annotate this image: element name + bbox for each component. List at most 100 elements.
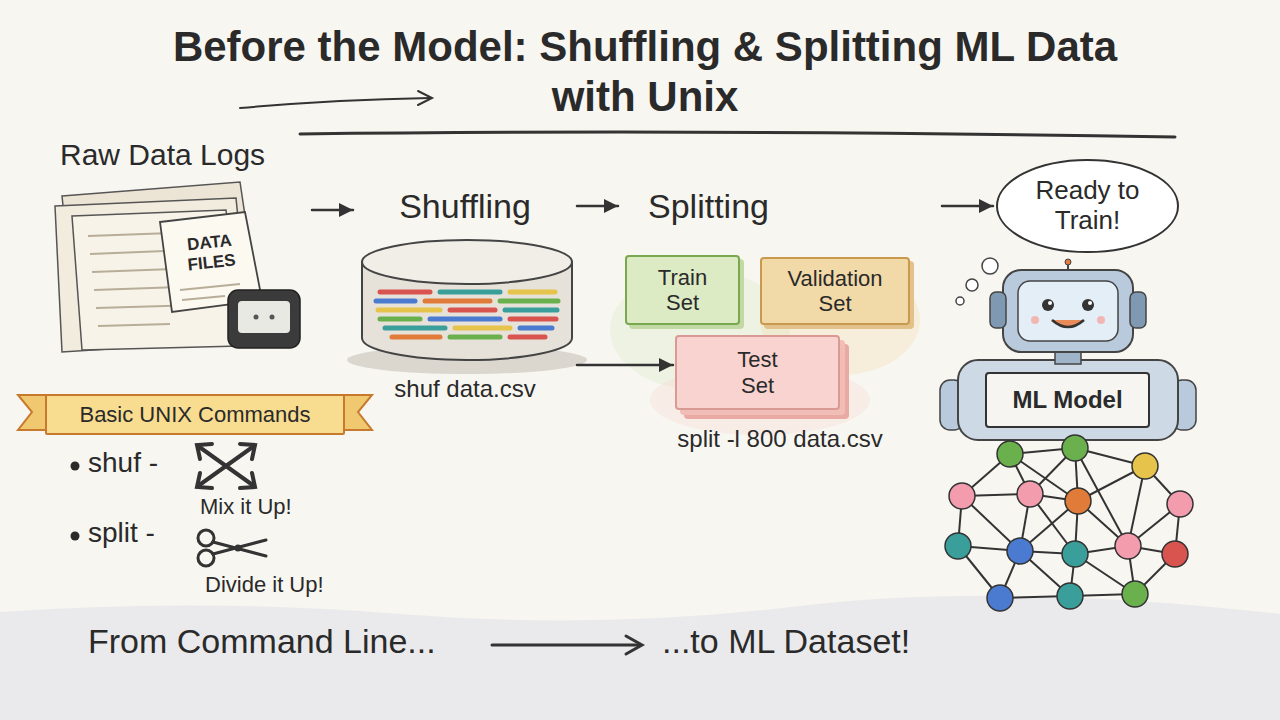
thought-trail-part [982, 258, 998, 274]
neural-network-part-part [1057, 583, 1083, 609]
shuffle-cylinder-part [362, 240, 572, 284]
neural-network-part-part [1162, 541, 1188, 567]
scissors-icon-part [198, 550, 214, 566]
banner-tails-part [343, 395, 372, 430]
shuffle-arrows-icon-part [240, 473, 255, 488]
shuffle-arrows-icon [197, 444, 255, 488]
scissors-icon-part [198, 530, 214, 546]
validation-set-box-text: Validation Set [788, 266, 883, 317]
test-set-box-text: Test Set [737, 347, 777, 398]
neural-network-part-part [1065, 488, 1091, 514]
flow-arrow [577, 364, 673, 367]
storage-device-part [228, 290, 300, 348]
title-underline-part [300, 132, 1175, 137]
command-banner-text: Basic UNIX Commands [79, 402, 310, 427]
neural-network-part-part [1115, 533, 1141, 559]
shuffle-arrows-icon-part [198, 446, 254, 486]
neural-network-part-part [945, 533, 971, 559]
neural-network-part-part [997, 441, 1023, 467]
command-text: split -l 800 data.csv [620, 425, 940, 453]
shuffle-cylinder-part-part [440, 290, 500, 295]
command-text: shuf data.csv [360, 375, 570, 403]
shuffle-cylinder-part-part [510, 290, 555, 295]
shuffle-cylinder-part-part [385, 326, 445, 331]
model-sign: ML Model [985, 372, 1150, 428]
shuffle-cylinder-part-part [425, 299, 490, 304]
robot-figure-part [1048, 301, 1052, 305]
thought-trail-part [956, 297, 964, 305]
neural-network [945, 435, 1193, 611]
storage-device-part [254, 315, 259, 320]
train-set-box: Train Set [625, 255, 740, 325]
robot-figure-part [1003, 270, 1133, 352]
robot-figure [940, 259, 1196, 440]
bottom-wash-part [0, 596, 1280, 720]
neural-network-part [945, 435, 1193, 611]
shuffle-cylinder-part-part [510, 335, 545, 340]
flow-arrow [312, 209, 353, 212]
shuffle-cylinder-part-part [430, 317, 500, 322]
shuffle-cylinder-part-part [380, 317, 420, 322]
neural-network-part [958, 448, 1180, 598]
diagram-title: Before the Model: Shuffling & Splitting … [150, 22, 1140, 123]
shuffle-cylinder-part [376, 292, 558, 337]
neural-network-part-part [949, 483, 975, 509]
title-pointer-arrow-part [240, 98, 430, 108]
shuffle-arrows-icon-part [197, 444, 212, 459]
shuffle-arrows-icon-part [197, 473, 212, 488]
shuffle-cylinder-part-part [455, 326, 510, 331]
bullet-dots-part [71, 462, 80, 471]
robot-figure-part [1082, 299, 1094, 311]
command-note: Mix it Up! [200, 494, 360, 519]
shuffle-cylinder-part-part [505, 308, 557, 313]
shuffle-cylinder-part-part [376, 299, 415, 304]
file-label: DATA FILES [171, 229, 250, 276]
neural-network-part-part [1007, 538, 1033, 564]
stage-heading: Shuffling [370, 187, 560, 226]
validation-set-box: Validation Set [760, 257, 910, 325]
flow-arrow [577, 205, 618, 208]
neural-network-part-part [1017, 481, 1043, 507]
shuffle-cylinder [347, 240, 587, 374]
train-set-box-text: Train Set [658, 265, 707, 316]
robot-figure-part [1097, 316, 1105, 324]
thought-bubble-text: Ready to Train! [1018, 176, 1158, 236]
stage-heading: Splitting [648, 187, 868, 226]
command-name: split - [88, 517, 188, 549]
storage-device-part [238, 301, 290, 333]
title-pointer-arrow [240, 91, 432, 108]
robot-figure-part [958, 360, 1178, 440]
shuffle-arrows-icon-part [240, 444, 255, 459]
robot-figure-part [1031, 316, 1039, 324]
thought-trail-part [966, 279, 978, 291]
raw-data-stack: Raw Data LogsDATA FILES [45, 138, 310, 363]
split-stage: Splitting split -l 800 data.csv Train Set V… [620, 185, 940, 465]
command-name: shuf - [88, 447, 188, 479]
robot-figure-part [1130, 292, 1146, 328]
neural-network-part-part [1062, 541, 1088, 567]
storage-device [228, 290, 300, 348]
bottom-wash [0, 596, 1280, 720]
robot-figure-part [1042, 299, 1054, 311]
shuffle-cylinder-part-part [450, 335, 500, 340]
thought-bubble: Ready to Train! [995, 158, 1180, 254]
stage-heading: Raw Data Logs [60, 138, 305, 173]
command-note: Divide it Up! [205, 572, 395, 597]
footer-text: From Command Line... [88, 622, 488, 661]
shuffle-cylinder-part-part [500, 299, 558, 304]
bullet-dots [71, 462, 80, 541]
scissors-icon-part [213, 540, 266, 554]
command-banner: Basic UNIX Commands [45, 394, 345, 435]
scissors-icon-part [236, 546, 240, 550]
neural-network-part-part [1167, 491, 1193, 517]
title-pointer-arrow-part [418, 91, 432, 105]
neural-network-part-part [1122, 581, 1148, 607]
shuffle-cylinder-part-part [378, 308, 440, 313]
thought-trail [956, 258, 998, 305]
bullet-dots-part [71, 532, 80, 541]
bubble-shape [997, 160, 1178, 252]
neural-network-part-part [1132, 453, 1158, 479]
shuffle-cylinder-part-part [380, 290, 430, 295]
neural-network-part-part [987, 585, 1013, 611]
